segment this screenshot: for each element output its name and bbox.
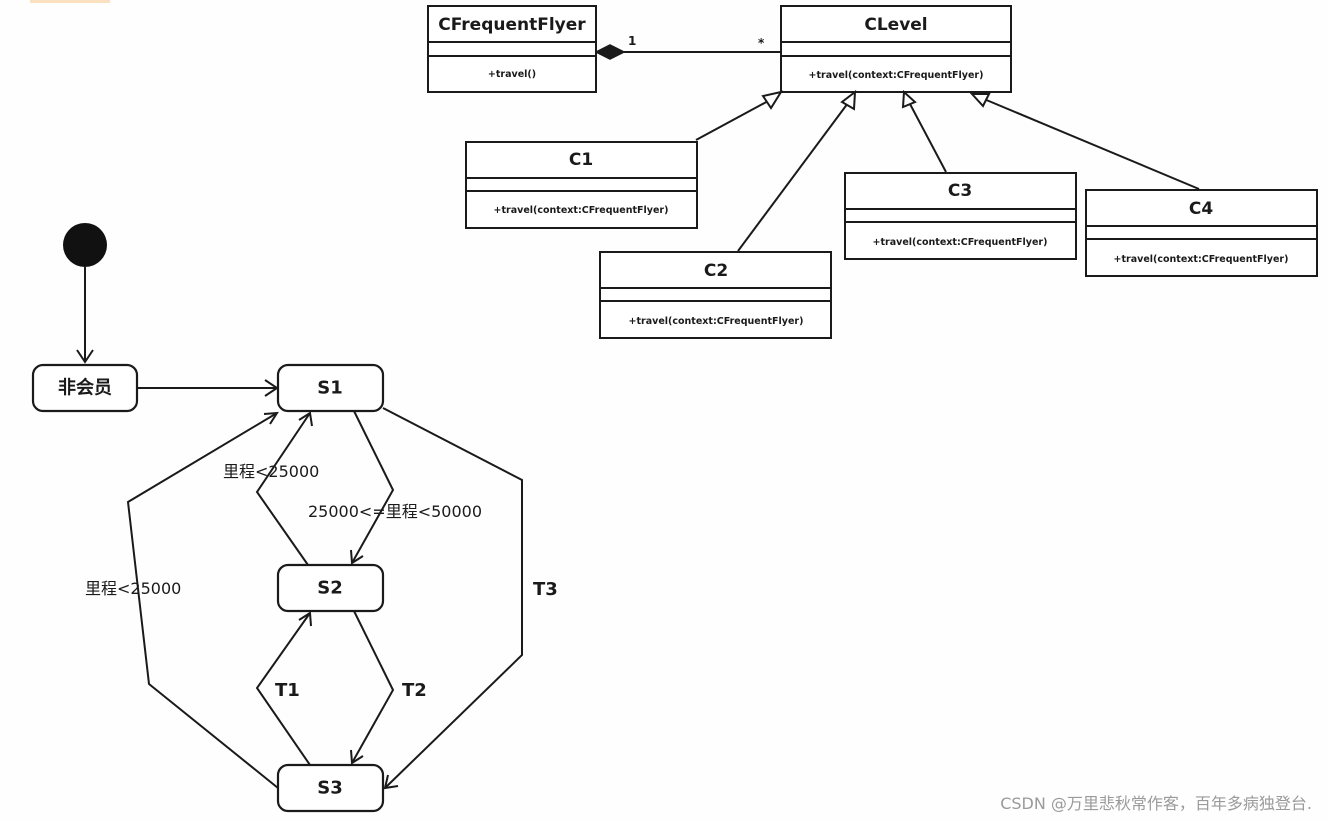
class-name: C2 — [704, 261, 728, 281]
composition-association[interactable]: 1 * — [594, 34, 781, 60]
guard-label: 里程<25000 — [85, 579, 181, 598]
class-clevel[interactable]: CLevel +travel(context:CFrequentFlyer) — [780, 5, 1012, 93]
arrowhead-icon — [298, 611, 312, 627]
multiplicity-many: * — [758, 36, 765, 50]
initial-state-icon[interactable] — [63, 223, 107, 267]
guard-label: 25000<=里程<50000 — [308, 502, 482, 521]
multiplicity-one: 1 — [628, 34, 636, 48]
arrowhead-icon — [350, 749, 364, 765]
class-operation: +travel(context:CFrequentFlyer) — [809, 70, 984, 81]
class-operation: +travel(context:CFrequentFlyer) — [629, 316, 804, 327]
hollow-triangle-icon — [761, 90, 784, 110]
class-c3[interactable]: C3 +travel(context:CFrequentFlyer) — [844, 172, 1077, 260]
arrowhead-icon — [383, 774, 399, 790]
class-cfrequentflyer[interactable]: CFrequentFlyer +travel() — [427, 5, 597, 93]
generalization-c3[interactable] — [901, 89, 947, 173]
state-name: S2 — [317, 578, 343, 599]
state-s1[interactable]: S1 — [276, 363, 385, 413]
transition-initial-to-nonmember[interactable] — [76, 267, 94, 364]
class-operation: +travel() — [488, 69, 536, 80]
class-name: C1 — [569, 150, 593, 170]
transition-s2-to-s1[interactable]: 里程<25000 — [223, 411, 319, 566]
hollow-triangle-icon — [901, 89, 917, 109]
state-s3[interactable]: S3 — [276, 763, 385, 813]
decorative-smudge — [30, 0, 110, 3]
class-c2[interactable]: C2 +travel(context:CFrequentFlyer) — [599, 251, 832, 339]
state-name: S1 — [317, 378, 343, 399]
class-operation: +travel(context:CFrequentFlyer) — [1114, 254, 1289, 265]
watermark: CSDN @万里悲秋常作客，百年多病独登台. — [1000, 794, 1312, 813]
transition-s1-to-s3[interactable]: T3 — [382, 407, 558, 790]
arrowhead-icon — [298, 411, 313, 427]
guard-label: T2 — [402, 680, 427, 701]
class-name: C4 — [1189, 199, 1213, 219]
class-name: CFrequentFlyer — [438, 15, 586, 35]
class-name: CLevel — [864, 15, 927, 35]
transition-s3-to-s1[interactable]: 里程<25000 — [85, 411, 279, 789]
arrowhead-icon — [76, 349, 94, 364]
composition-diamond-icon — [594, 44, 626, 60]
state-name: 非会员 — [58, 377, 112, 399]
transition-nonmember-to-s1[interactable] — [137, 379, 279, 397]
arrowhead-icon — [263, 411, 279, 425]
state-nonmember[interactable]: 非会员 — [31, 363, 139, 413]
guard-label: T1 — [275, 680, 300, 701]
hollow-triangle-icon — [840, 89, 857, 111]
class-operation: +travel(context:CFrequentFlyer) — [873, 237, 1048, 248]
class-name: C3 — [948, 181, 972, 201]
class-c1[interactable]: C1 +travel(context:CFrequentFlyer) — [465, 141, 698, 229]
state-name: S3 — [317, 778, 343, 799]
transition-s3-to-s2[interactable]: T1 — [255, 611, 312, 766]
state-s2[interactable]: S2 — [276, 563, 385, 613]
transition-s1-to-s2[interactable]: 25000<=里程<50000 — [308, 410, 482, 565]
generalization-c1[interactable] — [695, 90, 784, 141]
class-operation: +travel(context:CFrequentFlyer) — [494, 205, 669, 216]
guard-label: 里程<25000 — [223, 462, 319, 481]
hollow-triangle-icon — [969, 93, 991, 108]
guard-label: T3 — [533, 579, 558, 600]
generalization-c4[interactable] — [969, 93, 1200, 190]
arrowhead-icon — [350, 549, 364, 565]
class-c4[interactable]: C4 +travel(context:CFrequentFlyer) — [1085, 189, 1318, 277]
generalization-c2[interactable] — [737, 89, 857, 252]
transition-s2-to-s3[interactable]: T2 — [350, 610, 427, 765]
